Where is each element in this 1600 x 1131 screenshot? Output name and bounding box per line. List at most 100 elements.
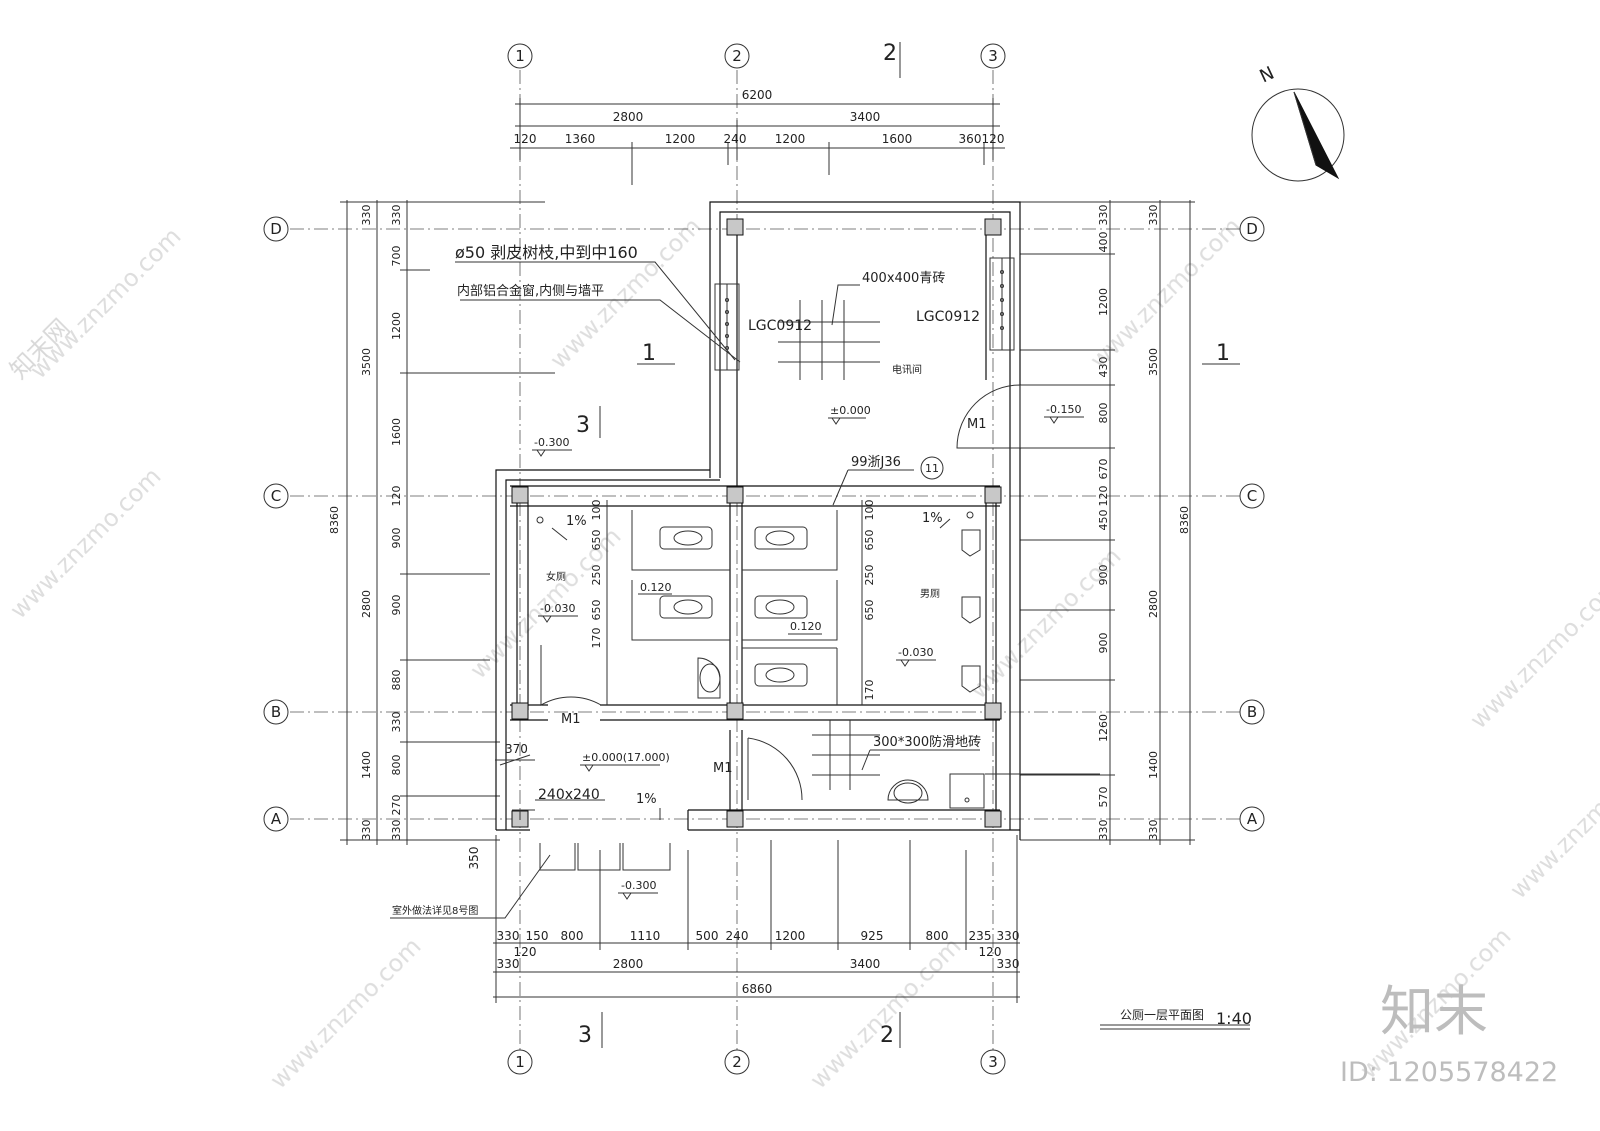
dim-text: 1200 xyxy=(775,132,806,146)
dim-text: 1110 xyxy=(630,929,661,943)
column-size: 240x240 xyxy=(538,787,600,803)
tile-note: 400x400青砖 xyxy=(862,271,945,286)
dim-text: 120 xyxy=(514,945,537,959)
dim-text: 330 xyxy=(390,712,403,733)
reference-tag: 99浙J36 xyxy=(851,455,901,470)
dim-text: 330 xyxy=(360,820,373,841)
dim-text: 100 xyxy=(590,500,603,521)
dim-text: 6860 xyxy=(742,982,773,996)
level-mark: -0.300 xyxy=(621,879,656,892)
axis-label: 2 xyxy=(732,47,742,65)
dim-text: 450 xyxy=(1097,510,1110,531)
door-tag: M1 xyxy=(561,712,581,727)
dim-text: 500 xyxy=(696,929,719,943)
axis-label: A xyxy=(271,810,282,828)
dim-text: 330 xyxy=(497,957,520,971)
dim-text: 360 xyxy=(959,132,982,146)
exterior-steps xyxy=(495,840,671,935)
dim-text: 330 xyxy=(1147,820,1160,841)
window-tag: LGC0912 xyxy=(748,318,812,334)
dim-text: 330 xyxy=(997,929,1020,943)
dim-text: 330 xyxy=(997,957,1020,971)
dim-text: 330 xyxy=(360,205,373,226)
dim-text: 800 xyxy=(1097,403,1110,424)
watermark-text: www.znzmo.com xyxy=(24,222,186,384)
dim-text: 330 xyxy=(1097,820,1110,841)
dim-text: 700 xyxy=(390,246,403,267)
watermark-text: www.znzmo.com xyxy=(1504,742,1600,904)
axis-label: A xyxy=(1247,810,1258,828)
section-label: 2 xyxy=(880,1023,894,1048)
room-name: 女厕 xyxy=(546,570,566,583)
dim-text: 170 xyxy=(590,628,603,649)
axis-bubbles: 1 2 3 1 2 3 D C B A D C B A xyxy=(263,43,1265,1075)
north-arrow: N xyxy=(1251,63,1345,182)
right-dimensions: 330 400 1200 430 800 670 120 450 900 900… xyxy=(1020,200,1195,845)
dim-text: 170 xyxy=(863,680,876,701)
tile-grids xyxy=(778,300,880,790)
labels: ø50 剥皮树枝,中到中160 内部铝合金窗,内侧与墙平 400x400青砖 L… xyxy=(392,243,1084,917)
level-mark: -0.150 xyxy=(1046,403,1081,416)
drawing-title: 公厕一层平面图 1:40 xyxy=(1100,1008,1252,1030)
walls xyxy=(495,201,1021,840)
dim-text: 370 xyxy=(505,742,528,756)
watermark-text: www.znzmo.com xyxy=(804,932,966,1094)
dim-text: 925 xyxy=(861,929,884,943)
note-text: ø50 剥皮树枝,中到中160 xyxy=(455,243,638,262)
dim-text: 240 xyxy=(724,132,747,146)
dim-text: 2800 xyxy=(1147,590,1160,618)
dim-text: 120 xyxy=(982,132,1005,146)
title-text: 公厕一层平面图 xyxy=(1120,1008,1204,1022)
dim-text: 900 xyxy=(390,595,403,616)
fixtures xyxy=(536,511,985,809)
dim-text: 880 xyxy=(390,670,403,691)
dim-text: 235 xyxy=(969,929,992,943)
leader-lines xyxy=(390,261,1100,919)
note-text: 室外做法详见8号图 xyxy=(392,904,478,917)
dim-text: 250 xyxy=(590,565,603,586)
door-tag: M1 xyxy=(967,417,987,432)
dim-text: 800 xyxy=(561,929,584,943)
dim-text: 3500 xyxy=(360,348,373,376)
section-label: 3 xyxy=(578,1023,592,1048)
section-marks: 2 2 3 3 1 1 xyxy=(576,41,1240,1048)
dim-text: 6200 xyxy=(742,88,773,102)
dim-text: 330 xyxy=(390,205,403,226)
dim-text: 650 xyxy=(863,600,876,621)
dim-text: 2800 xyxy=(613,957,644,971)
dim-text: 3400 xyxy=(850,957,881,971)
brand-id: ID: 1205578422 xyxy=(1340,1057,1558,1088)
left-dimensions: 8360 330 3500 2800 1400 330 330 700 1200… xyxy=(328,200,555,845)
dim-text: 100 xyxy=(863,500,876,521)
axis-label: D xyxy=(1246,220,1258,238)
north-label: N xyxy=(1257,63,1278,88)
scale-text: 1:40 xyxy=(1216,1009,1252,1028)
dim-text: 2800 xyxy=(360,590,373,618)
columns xyxy=(511,218,1002,828)
section-label: 3 xyxy=(576,413,590,438)
dim-text: 1400 xyxy=(1147,751,1160,779)
brand-logo: 知末 xyxy=(1380,980,1488,1043)
watermark-text: www.znzmo.com xyxy=(1464,572,1600,734)
dim-text: 3400 xyxy=(850,110,881,124)
slope-mark: 1% xyxy=(566,514,587,529)
dim-text: 120 xyxy=(1097,486,1110,507)
dim-text: 1200 xyxy=(665,132,696,146)
dim-text: 8360 xyxy=(328,506,341,534)
axis-label: 3 xyxy=(988,47,998,65)
level-mark: -0.300 xyxy=(534,436,569,449)
dim-text: 670 xyxy=(1097,459,1110,480)
axis-label: B xyxy=(271,703,281,721)
room-name: 男厕 xyxy=(920,588,940,600)
stall-dimensions: 100 650 250 650 170 100 650 250 650 170 xyxy=(590,500,876,705)
dim-text: 350 xyxy=(467,847,481,870)
dim-text: 1400 xyxy=(360,751,373,779)
axis-label: 2 xyxy=(732,1053,742,1071)
reference-number: 11 xyxy=(925,462,939,475)
dim-text: 1260 xyxy=(1097,714,1110,742)
level-mark: -0.030 xyxy=(540,602,575,615)
watermark-layer: www.znzmo.com www.znzmo.com www.znzmo.co… xyxy=(4,212,1600,1094)
dim-text: 1360 xyxy=(565,132,596,146)
dim-text: 1600 xyxy=(390,418,403,446)
